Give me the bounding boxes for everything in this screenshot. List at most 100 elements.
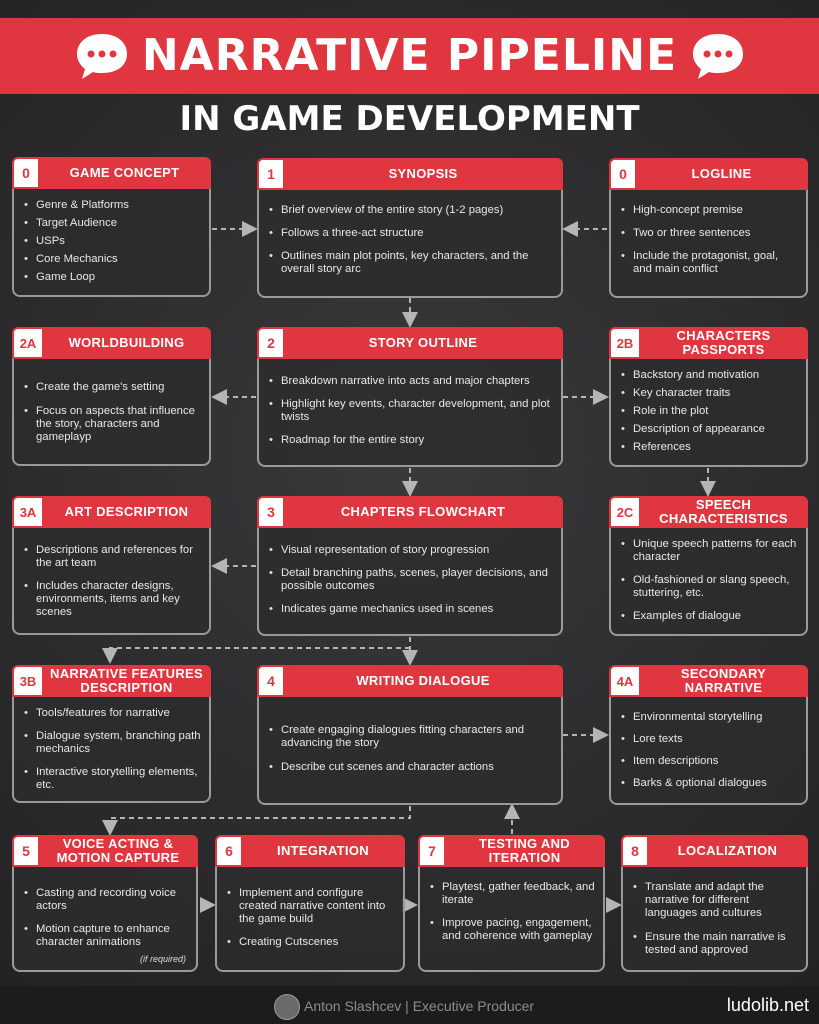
step-number: 4A xyxy=(611,667,639,695)
step-number: 1 xyxy=(259,160,283,188)
step-number: 2 xyxy=(259,329,283,357)
card-title: SECONDARY NARRATIVE xyxy=(680,666,767,695)
step-number: 8 xyxy=(623,837,647,865)
card-title: WRITING DIALOGUE xyxy=(356,673,490,688)
card-title: SYNOPSIS xyxy=(388,166,458,181)
card-integration: 6 INTEGRATION Implement and configure cre… xyxy=(215,835,405,972)
card-speech-characteristics: 2C SPEECH CHARACTERISTICS Unique speech p… xyxy=(609,496,808,636)
list-item: Implement and configure created narrativ… xyxy=(227,887,395,926)
avatar xyxy=(274,994,300,1020)
list-item: Playtest, gather feedback, and iterate xyxy=(430,881,595,907)
list-item: Backstory and motivation xyxy=(621,369,798,382)
list-item: Description of appearance xyxy=(621,423,798,436)
list-item: Descriptions and references for the art … xyxy=(24,544,201,570)
step-number: 0 xyxy=(14,159,38,187)
list-item: Highlight key events, character developm… xyxy=(269,398,553,424)
list-item: Brief overview of the entire story (1-2 … xyxy=(269,204,553,217)
list-item: Follows a three-act structure xyxy=(269,227,553,240)
list-item: Tools/features for narrative xyxy=(24,707,201,720)
list-item: Motion capture to enhance character anim… xyxy=(24,923,188,949)
card-worldbuilding: 2A WORLDBUILDING Create the game's settin… xyxy=(12,327,211,466)
list-item: Roadmap for the entire story xyxy=(269,434,553,447)
card-title: GAME CONCEPT xyxy=(69,165,180,180)
step-number: 3B xyxy=(14,667,42,695)
list-item: Key character traits xyxy=(621,387,798,400)
card-title: INTEGRATION xyxy=(277,843,369,858)
step-number: 7 xyxy=(420,837,444,865)
list-item: Focus on aspects that influence the stor… xyxy=(24,405,201,444)
footer-bar xyxy=(0,986,819,1024)
card-story-outline: 2 STORY OUTLINE Breakdown narrative into … xyxy=(257,327,563,467)
card-logline: 0 LOGLINE High-concept premise Two or thr… xyxy=(609,158,808,298)
page-title: NARRATIVE PIPELINE xyxy=(141,30,678,81)
list-item: Translate and adapt the narrative for di… xyxy=(633,881,798,920)
card-title: CHAPTERS FLOWCHART xyxy=(340,504,506,519)
list-item: Include the protagonist, goal, and main … xyxy=(621,250,798,276)
title-banner xyxy=(0,18,819,94)
list-item: Includes character designs, environments… xyxy=(24,580,201,619)
speech-bubble-icon xyxy=(77,34,127,79)
list-item: Visual representation of story progressi… xyxy=(269,544,553,557)
step-number: 5 xyxy=(14,837,38,865)
list-item: Old-fashioned or slang speech, stutterin… xyxy=(621,574,798,600)
site-watermark: ludolib.net xyxy=(726,995,809,1015)
step-number: 2A xyxy=(14,329,42,357)
list-item: Barks & optional dialogues xyxy=(621,777,798,790)
footnote: (if required) xyxy=(139,954,186,964)
card-writing-dialogue: 4 WRITING DIALOGUE Create engaging dialog… xyxy=(257,665,563,805)
list-item: Breakdown narrative into acts and major … xyxy=(269,375,553,388)
page-subtitle: IN GAME DEVELOPMENT xyxy=(179,99,640,139)
card-title: VOICE ACTING & MOTION CAPTURE xyxy=(56,836,180,865)
step-number: 6 xyxy=(217,837,241,865)
list-item: Casting and recording voice actors xyxy=(24,887,188,913)
list-item: Indicates game mechanics used in scenes xyxy=(269,603,553,616)
list-item: Role in the plot xyxy=(621,405,798,418)
list-item: Two or three sentences xyxy=(621,227,798,240)
card-title: ART DESCRIPTION xyxy=(64,504,189,519)
list-item: Game Loop xyxy=(24,271,201,284)
speech-bubble-icon xyxy=(693,34,743,79)
step-number: 4 xyxy=(259,667,283,695)
step-number: 2C xyxy=(611,498,639,526)
author-credit: Anton Slashcev | Executive Producer xyxy=(304,998,535,1014)
list-item: Improve pacing, engagement, and coherenc… xyxy=(430,917,595,943)
list-item: Create engaging dialogues fitting charac… xyxy=(269,724,553,750)
list-item: Dialogue system, branching path mechanic… xyxy=(24,730,201,756)
card-title: NARRATIVE FEATURES DESCRIPTION xyxy=(50,666,203,695)
step-number: 3A xyxy=(14,498,42,526)
card-synopsis: 1 SYNOPSIS Brief overview of the entire s… xyxy=(257,158,563,298)
card-testing: 7 TESTING AND ITERATION Playtest, gather … xyxy=(418,835,605,972)
list-item: Ensure the main narrative is tested and … xyxy=(633,931,798,957)
list-item: Create the game's setting xyxy=(24,381,201,394)
list-item: Core Mechanics xyxy=(24,253,201,266)
card-title: SPEECH CHARACTERISTICS xyxy=(659,497,788,526)
card-voice-acting: 5 VOICE ACTING & MOTION CAPTURE Casting a… xyxy=(12,835,198,972)
step-number: 2B xyxy=(611,329,639,357)
list-item: Outlines main plot points, key character… xyxy=(269,250,553,276)
list-item: Examples of dialogue xyxy=(621,610,798,623)
list-item: Describe cut scenes and character action… xyxy=(269,761,553,774)
list-item: Item descriptions xyxy=(621,755,798,768)
list-item: References xyxy=(621,441,798,454)
list-item: Lore texts xyxy=(621,733,798,746)
list-item: High-concept premise xyxy=(621,204,798,217)
list-item: Target Audience xyxy=(24,217,201,230)
card-title: TESTING AND ITERATION xyxy=(479,836,570,865)
card-title: LOCALIZATION xyxy=(677,843,778,858)
card-title: STORY OUTLINE xyxy=(368,335,478,350)
card-secondary-narrative: 4A SECONDARY NARRATIVE Environmental stor… xyxy=(609,665,808,805)
card-narrative-features: 3B NARRATIVE FEATURES DESCRIPTION Tools/f… xyxy=(12,665,211,803)
list-item: Unique speech patterns for each characte… xyxy=(621,538,798,564)
list-item: Creating Cutscenes xyxy=(227,936,395,949)
step-number: 0 xyxy=(611,160,635,188)
card-localization: 8 LOCALIZATION Translate and adapt the na… xyxy=(621,835,808,972)
list-item: Environmental storytelling xyxy=(621,711,798,724)
step-number: 3 xyxy=(259,498,283,526)
card-title: WORLDBUILDING xyxy=(68,335,185,350)
list-item: USPs xyxy=(24,235,201,248)
card-chapters-flowchart: 3 CHAPTERS FLOWCHART Visual representatio… xyxy=(257,496,563,636)
card-title: LOGLINE xyxy=(691,166,752,181)
